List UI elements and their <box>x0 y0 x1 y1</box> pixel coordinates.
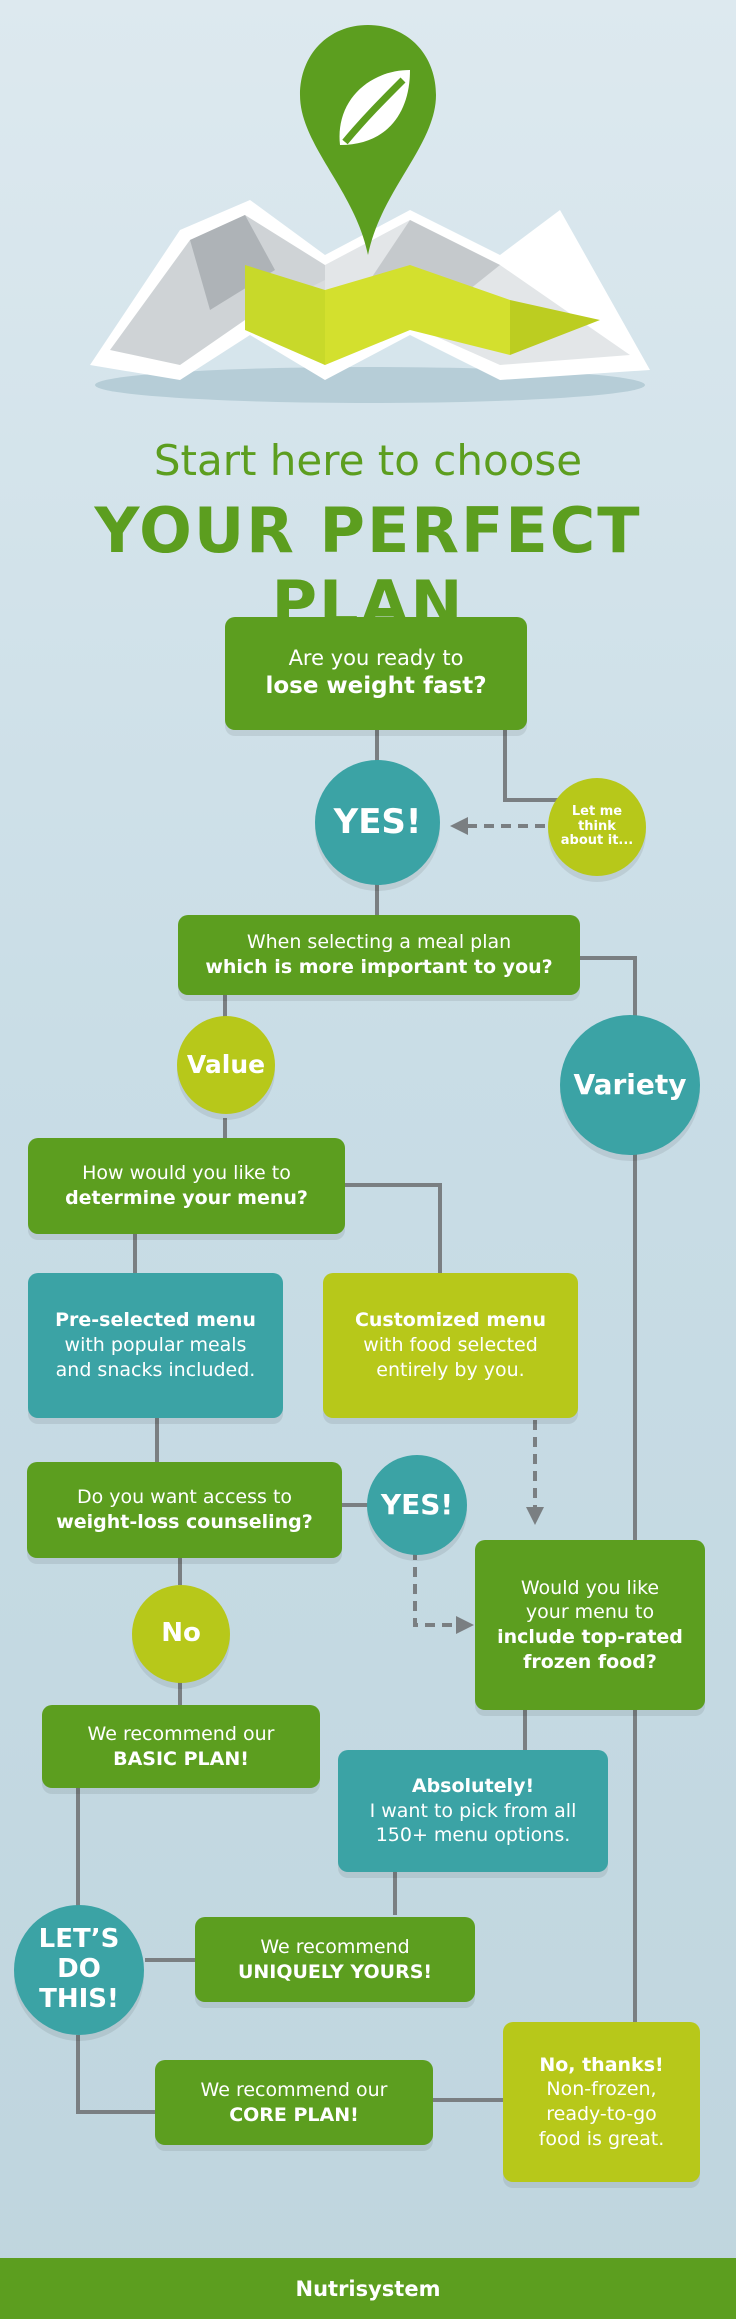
absolutely-line2: I want to pick from all <box>369 1799 577 1822</box>
value-label: Value <box>186 1049 266 1079</box>
no-label: No <box>161 1618 201 1649</box>
lets-do-this-label: LET’S DO THIS! <box>38 1924 120 2014</box>
yes-circle: YES! <box>315 760 440 885</box>
uniquely-yours-box: We recommend UNIQUELY YOURS! <box>195 1917 475 2002</box>
preselected-menu-box: Pre-selected menu with popular meals and… <box>28 1273 283 1418</box>
no-thanks-line3: ready-to-go <box>546 2103 657 2125</box>
absolutely-line1: Absolutely! <box>411 1774 535 1797</box>
basic-plan-line1: We recommend our <box>87 1722 275 1745</box>
basic-plan-line2: BASIC PLAN! <box>113 1747 249 1770</box>
think-circle: Let me think about it... <box>548 778 646 876</box>
map-icon <box>90 200 650 403</box>
question-ready-line2: lose weight fast? <box>265 673 487 700</box>
core-plan-line1: We recommend our <box>200 2078 388 2101</box>
question-important-box: When selecting a meal plan which is more… <box>178 915 580 995</box>
customized-line2: with food selected <box>363 1334 538 1357</box>
no-thanks-line2: Non-frozen, <box>546 2078 657 2101</box>
core-plan-line2: CORE PLAN! <box>229 2103 359 2126</box>
customized-line1: Customized menu <box>354 1309 547 1332</box>
question-counseling-line2: weight-loss counseling? <box>56 1511 313 1533</box>
location-pin-icon <box>300 25 436 255</box>
yes-label: YES! <box>333 801 422 842</box>
leaf-icon <box>339 70 410 145</box>
preselected-line2: with popular meals <box>64 1334 247 1357</box>
no-thanks-line1: No, thanks! <box>539 2053 664 2076</box>
no-thanks-line4: food is great. <box>538 2127 665 2150</box>
question-menu-line1: How would you like to <box>82 1162 291 1185</box>
no-thanks-box: No, thanks! Non-frozen, ready-to-go food… <box>503 2022 700 2182</box>
lets-do-this-circle: LET’S DO THIS! <box>14 1905 144 2035</box>
think-label: Let me think about it... <box>560 803 634 849</box>
absolutely-box: Absolutely! I want to pick from all 150+… <box>338 1750 608 1872</box>
question-menu-line2: determine your menu? <box>65 1187 308 1209</box>
question-counseling-box: Do you want access to weight-loss counse… <box>27 1462 342 1558</box>
value-circle: Value <box>177 1016 275 1114</box>
question-menu-box: How would you like to determine your men… <box>28 1138 345 1234</box>
question-counseling-line1: Do you want access to <box>76 1486 293 1509</box>
customized-menu-box: Customized menu with food selected entir… <box>323 1273 578 1418</box>
question-ready-line1: Are you ready to <box>288 645 464 670</box>
preselected-line1: Pre-selected menu <box>55 1309 256 1332</box>
no-circle: No <box>132 1585 230 1683</box>
question-important-line2: which is more important to you? <box>205 956 553 978</box>
heading-subtitle: Start here to choose <box>153 436 583 485</box>
question-ready-box: Are you ready to lose weight fast? <box>225 617 527 730</box>
variety-circle: Variety <box>560 1015 700 1155</box>
brand-logo: Nutrisystem <box>295 2276 441 2301</box>
customized-line3: entirely by you. <box>376 1358 525 1381</box>
absolutely-line3: 150+ menu options. <box>375 1824 571 1847</box>
footer-bar: Nutrisystem <box>0 2258 736 2319</box>
preselected-line3: and snacks included. <box>55 1358 256 1381</box>
question-frozen-box: Would you like your menu to include top-… <box>475 1540 705 1710</box>
yes-counseling-label: YES! <box>380 1487 454 1521</box>
yes-counseling-circle: YES! <box>367 1455 467 1555</box>
basic-plan-box: We recommend our BASIC PLAN! <box>42 1705 320 1788</box>
question-frozen-line1: Would you like <box>520 1576 660 1599</box>
uniquely-yours-line1: We recommend <box>260 1935 410 1958</box>
question-frozen-line4: frozen food? <box>523 1650 657 1673</box>
question-frozen-line3: include top-rated <box>497 1626 683 1648</box>
variety-label: Variety <box>573 1067 687 1101</box>
question-important-line1: When selecting a meal plan <box>246 931 512 954</box>
core-plan-box: We recommend our CORE PLAN! <box>155 2060 433 2145</box>
uniquely-yours-line2: UNIQUELY YOURS! <box>237 1960 433 1983</box>
question-frozen-line2: your menu to <box>525 1601 655 1624</box>
